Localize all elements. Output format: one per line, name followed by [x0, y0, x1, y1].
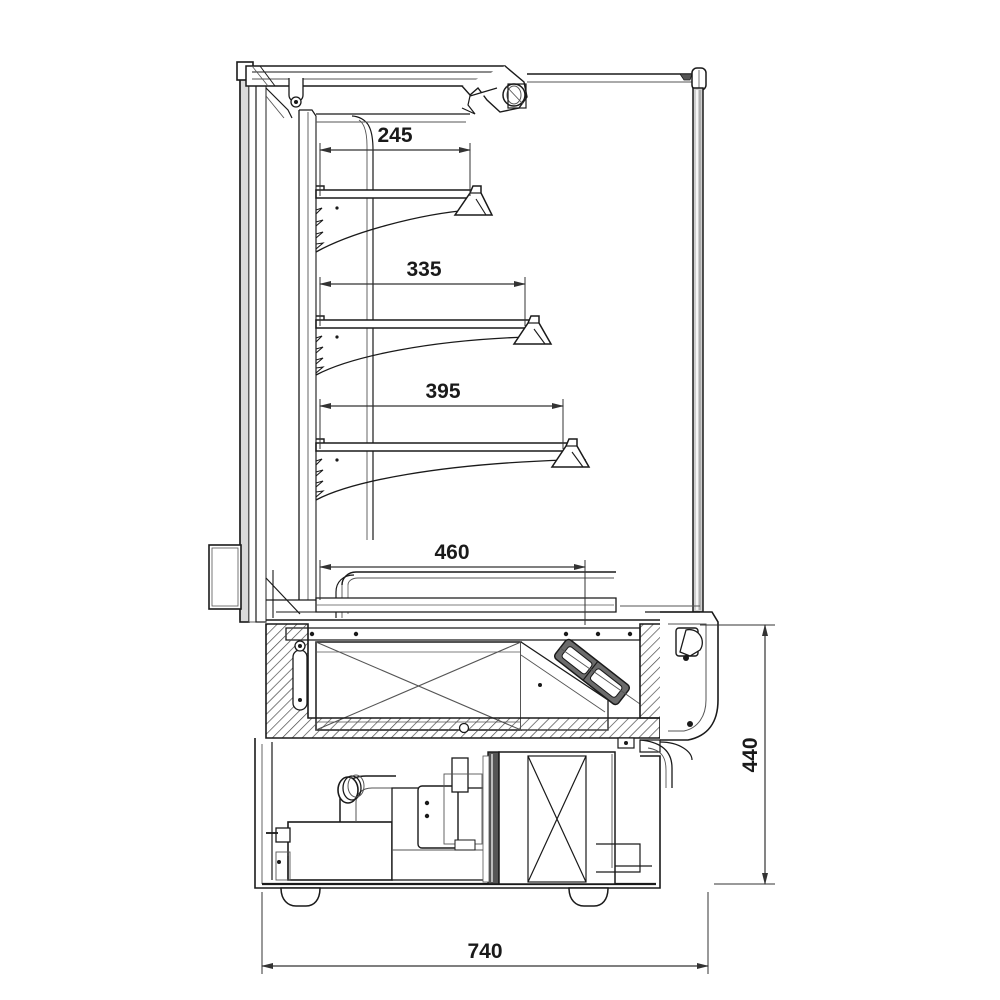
rear-wall-assembly [236, 61, 267, 623]
compressor-unit [266, 821, 393, 881]
evaporator-coil-bay [285, 627, 641, 731]
shelf-level-2[interactable] [315, 315, 553, 376]
dimension-label-460: 460 [434, 541, 469, 564]
top-canopy-assembly [245, 65, 528, 119]
leveling-foot-left [280, 887, 321, 907]
dimension-label-440: 440 [739, 737, 762, 772]
dimension-shelf-bottom: 395 [319, 380, 564, 449]
dimension-label-740: 740 [467, 940, 502, 963]
leveling-foot-right [568, 887, 609, 907]
dimension-shelf-middle: 335 [319, 258, 526, 326]
dimension-overall-depth: 740 [261, 892, 709, 974]
motor-block [391, 757, 489, 881]
dimension-shelf-top: 245 [319, 124, 471, 196]
front-kickplate [620, 605, 719, 761]
base-display-deck [265, 570, 617, 618]
condenser-coil [498, 751, 652, 885]
price-rail-2 [512, 315, 553, 345]
dimension-base-deck: 460 [319, 541, 586, 625]
dimension-base-height: 440 [700, 624, 775, 885]
dimension-layer: 245 335 395 460 440 [261, 124, 775, 974]
canopy-light-fixture [502, 83, 527, 109]
left-side-service-box [208, 544, 242, 610]
dimension-label-245: 245 [377, 124, 412, 147]
suction-pipe [337, 774, 396, 822]
lower-angled-light-tube [553, 638, 641, 706]
canopy-top-rail [527, 67, 707, 91]
shelf-level-3[interactable] [315, 438, 591, 501]
price-rail-3 [550, 438, 591, 468]
dimension-label-335: 335 [406, 258, 441, 281]
machinery-compartment [254, 737, 673, 907]
dimension-label-395: 395 [425, 380, 460, 403]
shelf-level-1[interactable] [315, 185, 494, 253]
front-glass-panel[interactable] [692, 87, 704, 613]
rear-air-duct [298, 109, 470, 600]
